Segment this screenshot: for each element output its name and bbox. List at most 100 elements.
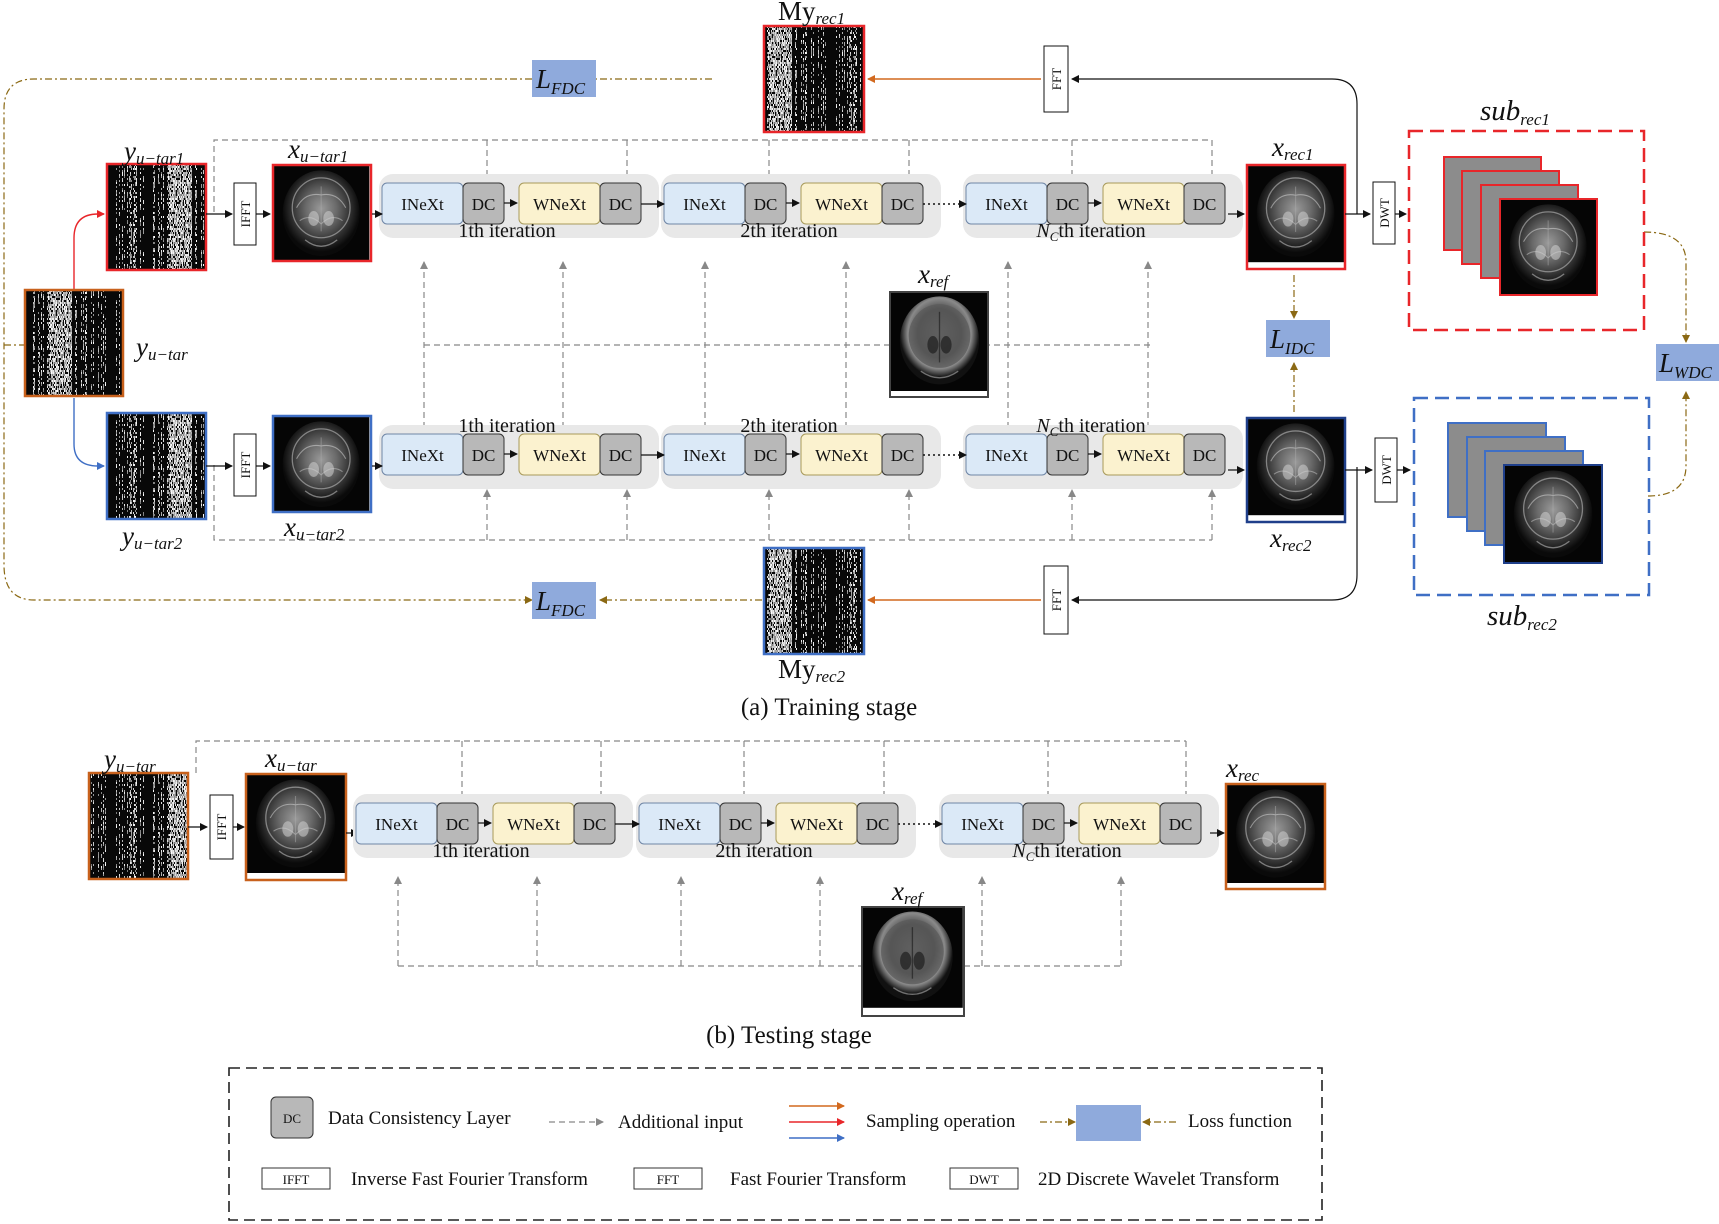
svg-text:xrec: xrec: [1225, 753, 1260, 785]
dc-block: DC: [462, 433, 505, 476]
y-u-tar1-image: [105, 162, 208, 272]
x-rec2-image: [1245, 416, 1347, 524]
training-top-row: INeXt DC WNeXt DC 1th iteration INeXt DC WNeXt D…: [379, 174, 1243, 244]
svg-text:DC: DC: [1193, 446, 1217, 465]
dc-block: DC: [1046, 433, 1089, 476]
svg-text:Sampling operation: Sampling operation: [866, 1111, 1016, 1132]
dc-block: DC: [1159, 802, 1202, 845]
testing-caption: (b) Testing stage: [706, 1022, 872, 1049]
svg-text:WNeXt: WNeXt: [533, 446, 586, 465]
iteration-label: 1th iteration: [458, 415, 555, 437]
x-u-tar1-image: [271, 163, 373, 263]
svg-text:INeXt: INeXt: [375, 815, 418, 834]
training-caption: (a) Training stage: [741, 694, 917, 721]
inext-block: INeXt: [663, 433, 746, 476]
svg-text:IFFT: IFFT: [283, 1172, 310, 1187]
svg-text:DC: DC: [891, 446, 915, 465]
svg-text:yu−tar2: yu−tar2: [119, 521, 183, 553]
svg-text:DC: DC: [866, 815, 890, 834]
wnext-block: WNeXt: [1102, 182, 1185, 225]
ifft-block-bottom: IFFT: [233, 433, 257, 497]
additional-input-routes: [213, 139, 1216, 541]
svg-text:WNeXt: WNeXt: [1117, 195, 1170, 214]
wnext-block: WNeXt: [800, 182, 883, 225]
x-rec1-image: [1245, 163, 1347, 271]
svg-text:Myrec2: Myrec2: [778, 654, 846, 686]
x-u-tar2-image: [271, 414, 373, 514]
svg-text:2D Discrete Wavelet Transform: 2D Discrete Wavelet Transform: [1038, 1169, 1280, 1190]
dc-block: DC: [744, 182, 787, 225]
svg-text:INeXt: INeXt: [683, 195, 726, 214]
svg-text:INeXt: INeXt: [961, 815, 1004, 834]
inext-block: INeXt: [355, 802, 438, 845]
iteration-label: 2th iteration: [715, 840, 812, 862]
test-x-rec-image: [1224, 782, 1327, 891]
svg-text:WNeXt: WNeXt: [815, 195, 868, 214]
testing-labels: yu−tar xu−tar xrec xref: [101, 743, 1260, 908]
dc-block: DC: [1183, 433, 1226, 476]
ifft-block-top: IFFT: [233, 182, 257, 246]
y-u-tar-image: [23, 288, 125, 398]
testing-additional-routes: [195, 740, 1190, 967]
svg-text:DC: DC: [446, 815, 470, 834]
svg-text:DC: DC: [1056, 446, 1080, 465]
dc-block: DC: [1046, 182, 1089, 225]
svg-text:LFDC: LFDC: [535, 586, 586, 620]
svg-text:DWT: DWT: [969, 1172, 999, 1187]
svg-text:DC: DC: [891, 195, 915, 214]
svg-text:subrec1: subrec1: [1480, 95, 1550, 129]
wnext-block: WNeXt: [492, 802, 575, 845]
loss-fdc-top: LFDC: [532, 60, 596, 98]
inext-block: INeXt: [965, 433, 1048, 476]
dc-block: DC: [856, 802, 899, 845]
my-rec1-image: [762, 24, 866, 134]
svg-text:IFFT: IFFT: [214, 814, 229, 841]
dc-block: DC: [744, 433, 787, 476]
inext-block: INeXt: [941, 802, 1024, 845]
fft-block-bottom: FFT: [1043, 565, 1069, 635]
svg-text:LWDC: LWDC: [1658, 348, 1712, 382]
dc-block: DC: [573, 802, 616, 845]
dc-block: DC: [881, 433, 924, 476]
svg-text:FFT: FFT: [1049, 589, 1064, 611]
dc-block: DC: [599, 182, 642, 225]
svg-text:DC: DC: [472, 446, 496, 465]
svg-text:INeXt: INeXt: [401, 446, 444, 465]
svg-text:DC: DC: [1032, 815, 1056, 834]
svg-text:INeXt: INeXt: [683, 446, 726, 465]
svg-text:DC: DC: [583, 815, 607, 834]
wnext-block: WNeXt: [518, 433, 601, 476]
iteration-label: 1th iteration: [458, 220, 555, 242]
iteration-label: NCth iteration: [1035, 220, 1145, 244]
svg-text:DWT: DWT: [1377, 198, 1392, 228]
svg-text:yu−tar1: yu−tar1: [121, 136, 184, 168]
svg-text:DC: DC: [1169, 815, 1193, 834]
svg-text:INeXt: INeXt: [658, 815, 701, 834]
svg-text:Data Consistency Layer: Data Consistency Layer: [328, 1108, 511, 1129]
svg-text:WNeXt: WNeXt: [1117, 446, 1170, 465]
dc-block: DC: [1022, 802, 1065, 845]
wnext-block: WNeXt: [800, 433, 883, 476]
svg-text:xref: xref: [917, 259, 951, 291]
dwt-block-bottom: DWT: [1374, 437, 1398, 503]
wnext-block: WNeXt: [1102, 433, 1185, 476]
y-u-tar2-image: [105, 411, 208, 521]
svg-text:DC: DC: [609, 195, 633, 214]
svg-text:yu−tar: yu−tar: [101, 744, 156, 776]
wnext-block: WNeXt: [518, 182, 601, 225]
iteration-label: 2th iteration: [740, 220, 837, 242]
inext-block: INeXt: [638, 802, 721, 845]
sub-rec1-group: [1407, 129, 1646, 332]
svg-text:DC: DC: [1193, 195, 1217, 214]
svg-text:INeXt: INeXt: [985, 195, 1028, 214]
fft-block-top: FFT: [1043, 45, 1069, 113]
svg-text:Loss function: Loss function: [1188, 1111, 1292, 1132]
svg-text:xu−tar: xu−tar: [264, 743, 317, 775]
svg-text:IFFT: IFFT: [238, 452, 253, 479]
sub-rec2-group: [1412, 396, 1651, 597]
svg-text:xref: xref: [891, 876, 925, 908]
svg-text:WNeXt: WNeXt: [533, 195, 586, 214]
